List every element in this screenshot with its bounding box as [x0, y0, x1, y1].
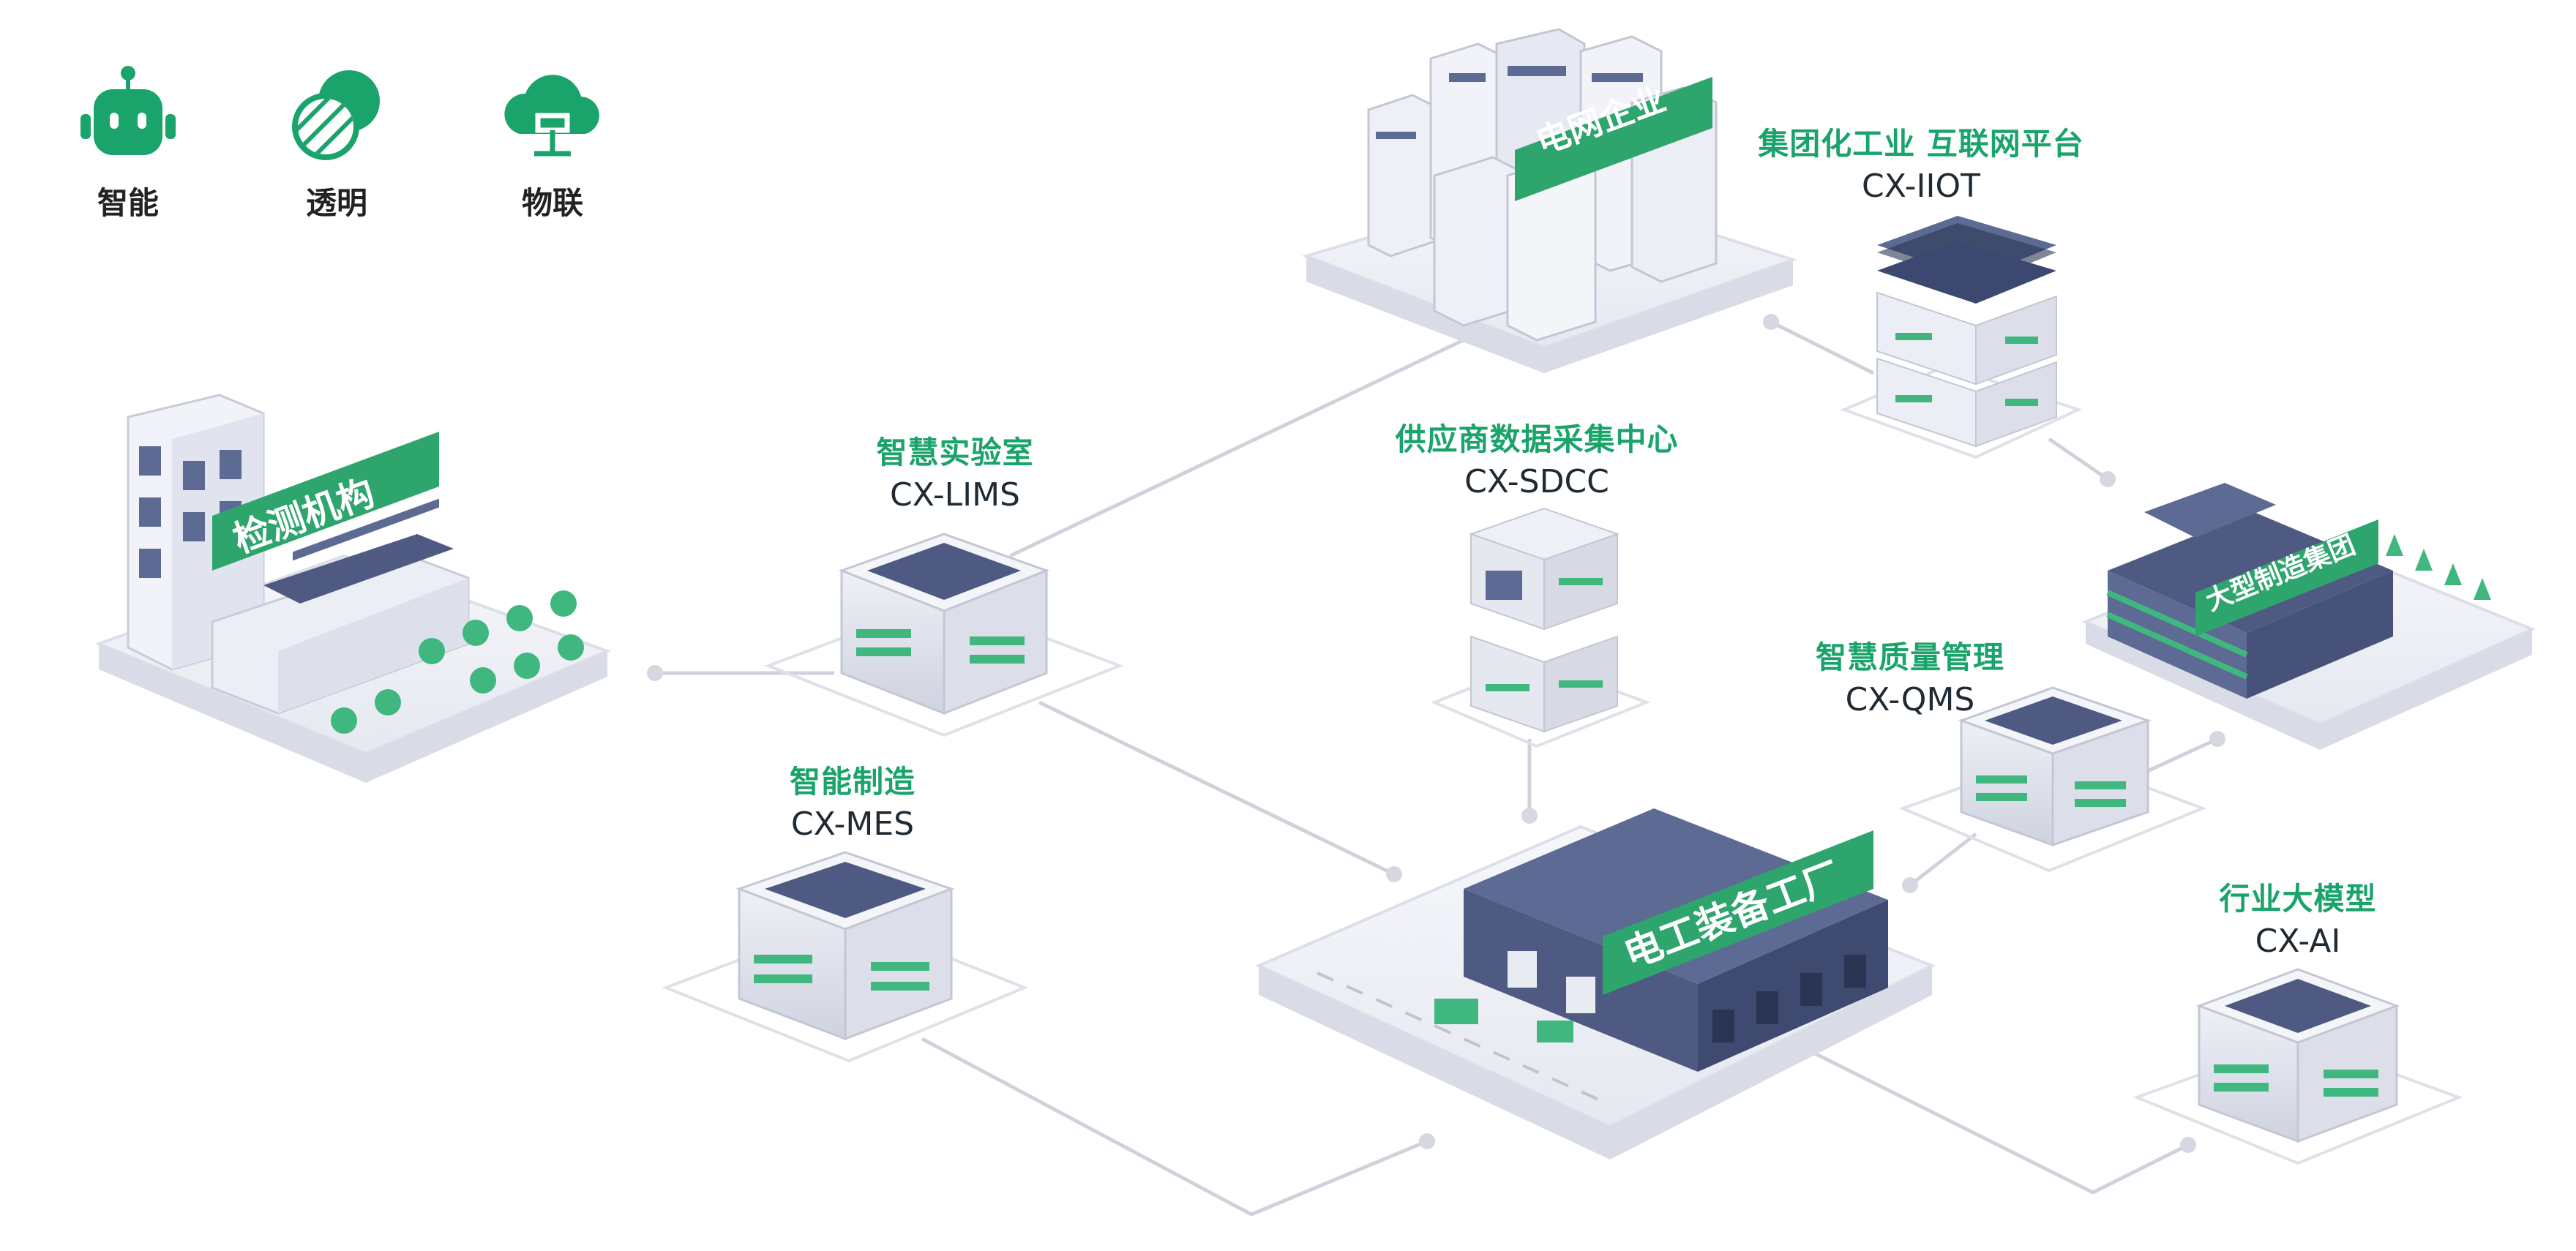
testing-building: [94, 394, 612, 783]
mes-title: 智能制造: [789, 764, 916, 800]
lims-code: CX-LIMS: [890, 476, 1020, 514]
iiot-server-stack: [1840, 216, 2083, 459]
line-grid-iiot: [1770, 320, 1875, 375]
line-lims-factory: [1038, 700, 1396, 876]
connector-nodes: [647, 314, 2225, 1153]
lims-title: 智慧实验室: [876, 435, 1034, 470]
caption-mes: 智能制造 CX-MES: [790, 761, 916, 846]
manufacturing-campus: [2081, 483, 2536, 750]
line-factory-ai: [1813, 1051, 2190, 1195]
iot-cloud-icon: [504, 75, 599, 157]
lims-module-cube: [764, 533, 1124, 737]
connector-lines: [655, 320, 2219, 1217]
line-mes-bottom: [921, 1037, 1428, 1217]
mes-code: CX-MES: [790, 805, 915, 843]
ai-code: CX-AI: [2255, 923, 2341, 960]
caption-lims: 智慧实验室 CX-LIMS: [876, 432, 1033, 516]
transparency-icon: [292, 70, 380, 160]
sdcc-code: CX-SDCC: [1464, 463, 1609, 500]
line-iiot-mfg: [2048, 437, 2109, 481]
qms-title: 智慧质量管理: [1815, 639, 2005, 675]
line-qms-factory: [1909, 833, 1977, 887]
caption-iiot: 集团化工业 互联网平台 CX-IIOT: [1758, 123, 2084, 208]
qms-code: CX-QMS: [1845, 681, 1975, 718]
legend-iot-label: 物联: [521, 185, 583, 221]
line-lims-grid: [1008, 334, 1472, 558]
legend-smart-label: 智能: [97, 185, 159, 221]
legend-transparent: 透明: [282, 64, 392, 223]
caption-qms: 智慧质量管理 CX-QMS: [1816, 636, 2004, 721]
caption-ai: 行业大模型 CX-AI: [2219, 878, 2376, 963]
legend-iot: 物联: [498, 64, 607, 223]
robot-icon: [80, 66, 176, 155]
legend-smart: 智能: [73, 64, 183, 223]
mes-module-cube: [662, 851, 1029, 1063]
sdcc-title: 供应商数据采集中心: [1395, 421, 1679, 457]
caption-sdcc: 供应商数据采集中心 CX-SDCC: [1395, 418, 1678, 503]
ai-module-cube: [2133, 968, 2463, 1165]
iiot-title: 集团化工业 互联网平台: [1758, 126, 2084, 162]
qms-module-cube: [1898, 686, 2207, 873]
iiot-code: CX-IIOT: [1861, 168, 1980, 205]
grid-city-block: [1301, 28, 1798, 373]
ai-title: 行业大模型: [2219, 881, 2377, 917]
factory-complex: [1255, 808, 1936, 1160]
sdcc-server-stack: [1430, 507, 1651, 748]
legend-transparent-label: 透明: [305, 185, 367, 221]
